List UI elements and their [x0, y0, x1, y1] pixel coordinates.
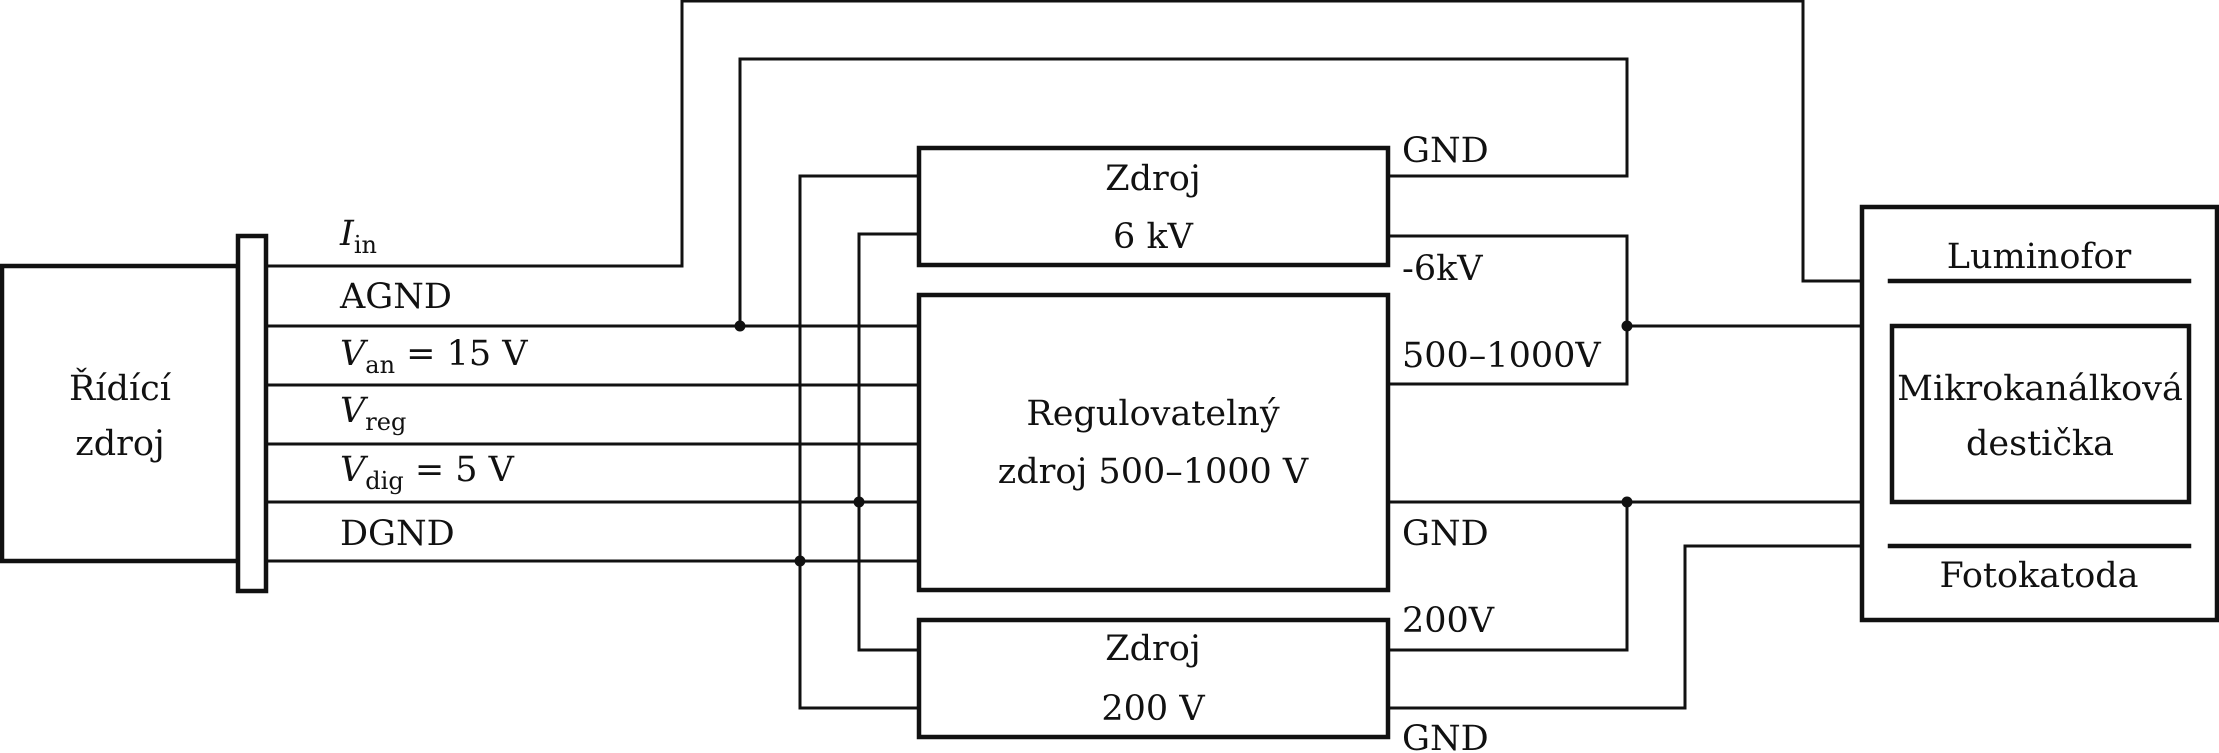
source-200v-label-1: Zdroj [1105, 629, 1200, 669]
junction-v-dig [853, 496, 865, 508]
wire-v-dig-bus [857, 232, 921, 652]
photocathode-label: Fotokatoda [1939, 556, 2138, 596]
label-i-in: Iin [339, 214, 377, 259]
wire-200v [1386, 500, 1629, 652]
source-200v-out-label: 200V [1402, 601, 1495, 641]
regulated-source-label-1: Regulovatelný [1026, 394, 1279, 434]
mcp-block [1889, 323, 2192, 505]
connector-bar [235, 233, 269, 594]
wire-photocathode [1386, 544, 1892, 710]
regulated-source-hv-label: 500–1000V [1402, 336, 1601, 376]
junction-high-voltage [1621, 320, 1633, 332]
wire-dgnd-bus [798, 174, 921, 710]
mcp-label-2: destička [1966, 424, 2114, 464]
label-dgnd: DGND [340, 514, 455, 554]
junction-dgnd [794, 555, 806, 567]
regulated-source-label-2: zdroj 500–1000 V [998, 452, 1309, 492]
regulated-source-gnd-label: GND [1402, 514, 1489, 554]
source-6kv-block: Zdroj 6 kV GND -6kV [916, 131, 1489, 289]
label-v-an: Van = 15 V [340, 334, 528, 379]
signal-labels: Iin AGND Van = 15 V Vreg Vdig = 5 V DGND [339, 214, 528, 554]
detector-block: Luminofor Mikrokanálková destička Fotoka… [1859, 204, 2219, 623]
source-200v-block: Zdroj 200 V 200V GND [916, 601, 1495, 753]
mcp-label-1: Mikrokanálková [1897, 369, 2183, 409]
label-agnd: AGND [339, 277, 452, 317]
wires [264, 0, 1894, 710]
label-v-dig: Vdig = 5 V [340, 450, 515, 495]
control-source-label-2: zdroj [75, 424, 165, 464]
source-6kv-minus-label: -6kV [1402, 249, 1483, 289]
source-200v-label-2: 200 V [1101, 689, 1205, 729]
source-200v-gnd-label: GND [1402, 719, 1489, 753]
wire-agnd-6kv-gnd [738, 57, 1629, 328]
junctions [734, 320, 1633, 567]
control-source-label-1: Řídící [69, 367, 172, 409]
control-source-block: Řídící zdroj [0, 263, 241, 564]
source-6kv-label-1: Zdroj [1105, 159, 1200, 199]
wire-minus-6kv [1386, 234, 1629, 386]
luminofor-label: Luminofor [1947, 237, 2132, 277]
regulated-source-block: Regulovatelný zdroj 500–1000 V 500–1000V… [916, 292, 1601, 593]
junction-gnd [1621, 496, 1633, 508]
label-v-reg: Vreg [340, 391, 406, 436]
source-6kv-label-2: 6 kV [1113, 217, 1194, 257]
wire-i-in-luminofor [264, 0, 1892, 283]
source-6kv-gnd-label: GND [1402, 131, 1489, 171]
junction-agnd [734, 320, 746, 332]
